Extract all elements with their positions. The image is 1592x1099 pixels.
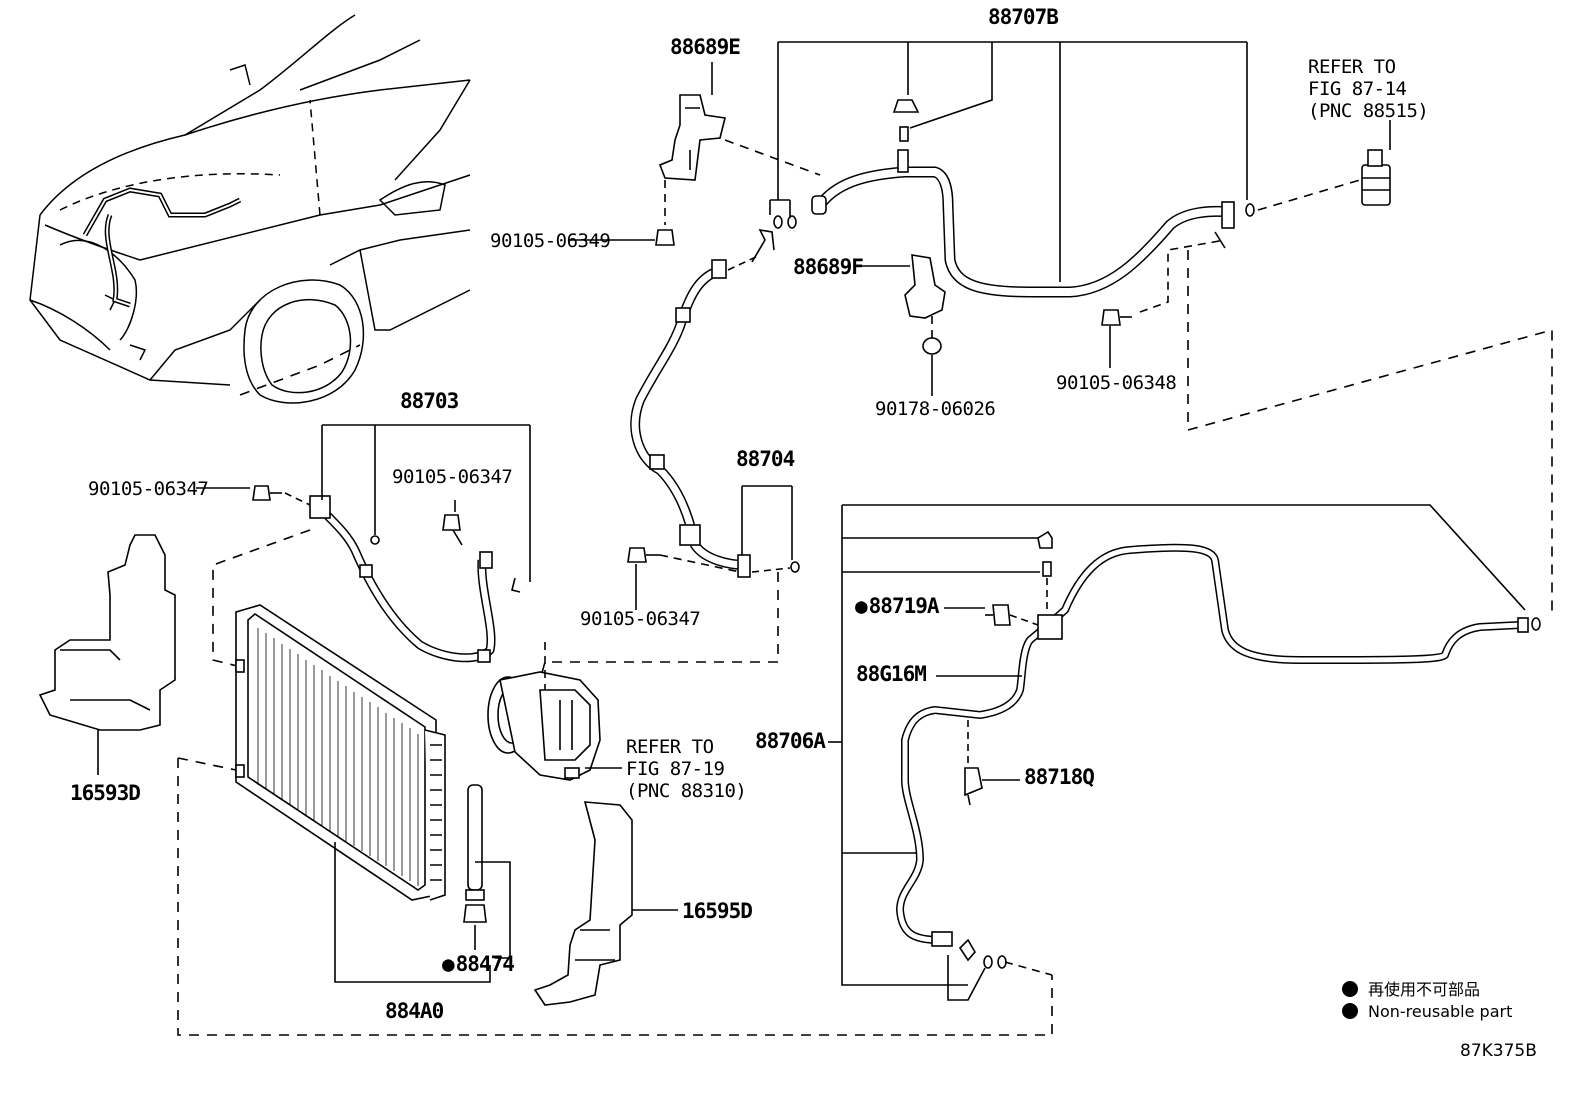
discharge-hose-88704: [630, 259, 751, 578]
label-884A0: 884A0: [385, 999, 444, 1023]
refer-note-88515-line1: REFER TO: [1308, 56, 1396, 78]
liquid-hose-88703: [309, 495, 496, 663]
label-90105-06349: 90105-06349: [490, 230, 611, 252]
label-90105-06347-a: 90105-06347: [88, 478, 209, 500]
pipe-88706A: [895, 543, 1529, 962]
bracket-88689E: [658, 94, 726, 181]
label-90105-06348: 90105-06348: [1056, 372, 1177, 394]
label-88718Q: 88718Q: [1024, 765, 1095, 789]
refer-note-88310-line2: FIG 87-19: [626, 758, 725, 780]
label-88689F: 88689F: [793, 255, 864, 279]
legend-non-reusable-en: Non-reusable part: [1342, 1002, 1512, 1021]
condenser: [235, 604, 446, 901]
bullet-icon: [1342, 981, 1358, 997]
label-88704: 88704: [736, 447, 795, 471]
vehicle-illustration: [29, 14, 471, 404]
label-88703: 88703: [400, 389, 459, 413]
legend-en-text: Non-reusable part: [1368, 1002, 1513, 1021]
label-90178-06026: 90178-06026: [875, 398, 996, 420]
label-88G16M: 88G16M: [856, 662, 927, 686]
compressor: [487, 671, 601, 781]
label-16593D: 16593D: [70, 781, 141, 805]
refer-note-88515-line3: (PNC 88515): [1308, 100, 1429, 122]
connector-88515: [1361, 149, 1391, 206]
bracket-88689F: [904, 254, 946, 319]
diagram-code: 87K375B: [1460, 1041, 1537, 1061]
refer-note-88310-line1: REFER TO: [626, 736, 714, 758]
shroud-16595D: [533, 801, 633, 1006]
receiver-dryer: [463, 784, 487, 923]
label-90105-06347-c: 90105-06347: [580, 608, 701, 630]
legend-jp-text: 再使用不可部品: [1368, 980, 1481, 999]
bullet-icon: [1342, 1003, 1358, 1019]
suction-pipe-88707B: [811, 99, 1255, 298]
refer-note-88515-line2: FIG 87-14: [1308, 78, 1407, 100]
label-88706A: 88706A: [755, 729, 826, 753]
label-88474: 88474: [442, 953, 515, 975]
label-88707B: 88707B: [988, 5, 1059, 29]
label-88689E: 88689E: [670, 35, 741, 59]
shroud-16593D: [38, 534, 176, 731]
label-16595D: 16595D: [682, 899, 753, 923]
refer-note-88310-line3: (PNC 88310): [626, 780, 747, 802]
label-90105-06347-b: 90105-06347: [392, 466, 513, 488]
legend-non-reusable-jp: 再使用不可部品: [1342, 976, 1480, 1000]
label-88719A: 88719A: [855, 595, 940, 617]
